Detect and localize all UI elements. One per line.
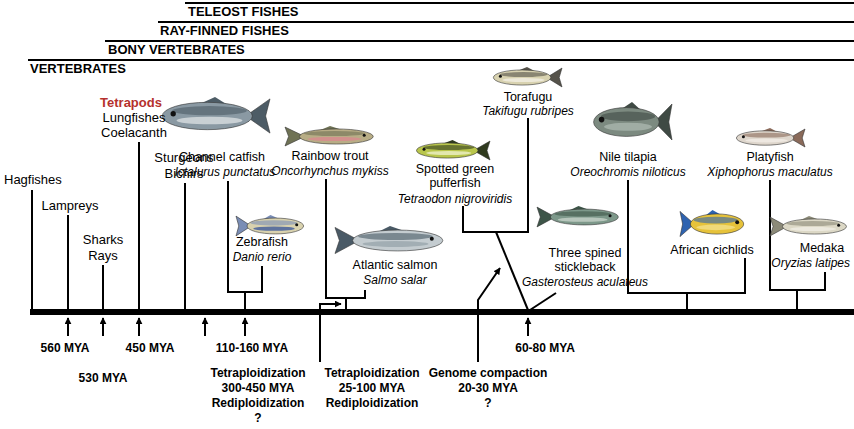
fish-picture (770, 216, 846, 236)
fish-picture (537, 206, 618, 227)
time-label: 530 MYA (79, 371, 128, 385)
clade-label: BONY VERTEBRATES (108, 43, 245, 57)
tree-branch (530, 293, 556, 310)
tree-branches (28, 3, 854, 310)
fish-picture (236, 215, 304, 236)
taxon-label: Torafugu (504, 90, 553, 104)
time-label: 25-100 MYA (339, 381, 405, 395)
species-label: Oreochromis niloticus (570, 165, 685, 179)
event-arrow (244, 318, 246, 336)
tree-branch (184, 183, 186, 310)
tree-branch (105, 40, 854, 42)
event-label: Genome compaction (429, 366, 548, 380)
tree-branch (686, 293, 688, 310)
time-axis (30, 309, 854, 315)
time-label: 560 MYA (41, 341, 90, 355)
taxon-label: Spotted green pufferfish (408, 162, 503, 190)
fish-picture (162, 97, 270, 133)
time-label: 60-80 MYA (515, 341, 575, 355)
tree-branch (796, 290, 798, 310)
event-arrows (68, 268, 528, 362)
time-label: 20-30 MYA (458, 381, 518, 395)
taxon-label: Platyfish (746, 150, 793, 164)
species-label: Danio rerio (233, 250, 292, 264)
taxon-label: Lungfishes (103, 111, 166, 125)
taxon-label: Lampreys (41, 199, 98, 213)
tree-branch (770, 180, 825, 290)
tree-branch (102, 265, 104, 310)
event-label: Tetraploidization (324, 366, 419, 380)
time-label: 300-450 MYA (222, 381, 295, 395)
fish-illustrations (162, 67, 846, 254)
event-arrow (204, 318, 206, 336)
clade-label: TELEOST FISHES (188, 5, 299, 19)
taxon-label: Rainbow trout (291, 149, 368, 163)
event-arrow (320, 304, 341, 362)
event-arrow (527, 318, 529, 336)
tree-branch (67, 215, 69, 310)
event-arrow (478, 268, 500, 362)
event-label: ? (254, 411, 261, 425)
taxon-label: Hagfishes (4, 173, 62, 187)
taxon-label: African cichlids (670, 243, 753, 257)
species-label: Tetraodon nigroviridis (398, 192, 512, 206)
time-label: 110-160 MYA (216, 341, 288, 355)
tree-branch (496, 232, 528, 310)
taxon-label: Rays (88, 249, 118, 263)
taxon-label: Tetrapods (100, 96, 162, 110)
time-label: 450 MYA (126, 341, 175, 355)
tree-branch (28, 59, 854, 61)
tree-branch (345, 298, 347, 310)
event-label: Tetraploidization (210, 366, 305, 380)
tree-branch (244, 292, 246, 310)
taxon-label: Coelacanth (101, 126, 167, 140)
species-label: Oryzias latipes (771, 256, 850, 270)
event-arrow (138, 318, 140, 336)
taxon-label: Zebrafish (236, 235, 288, 249)
fish-picture (493, 67, 562, 87)
taxon-label: Sharks (83, 233, 123, 247)
fish-picture (417, 140, 491, 160)
species-label: Takifugu rubripes (482, 104, 574, 118)
fish-picture (285, 126, 373, 146)
event-arrow (67, 318, 69, 336)
tree-branch (31, 190, 33, 310)
fish-picture (736, 128, 805, 147)
event-arrow (102, 318, 104, 336)
taxon-label: Atlantic salmon (353, 258, 438, 272)
event-label: Rediploidization (212, 396, 305, 410)
event-label: Rediploidization (326, 396, 419, 410)
species-label: Oncorhynchus mykiss (271, 164, 388, 178)
species-label: Gasterosteus aculateus (522, 275, 648, 289)
taxon-label: Medaka (800, 241, 844, 255)
tree-branch (138, 142, 140, 310)
taxon-label: Three spined stickleback (539, 246, 631, 274)
clade-label: RAY-FINNED FISHES (160, 24, 289, 38)
fish-picture (594, 102, 672, 140)
species-label: Salmo salar (363, 273, 426, 287)
tree-branch (185, 2, 854, 4)
taxon-label: Sturgeons (154, 151, 213, 165)
clade-label: VERTEBRATES (30, 62, 126, 76)
species-label: Xiphophorus maculatus (707, 165, 832, 179)
taxon-label: Nile tilapia (599, 150, 657, 164)
fish-picture (680, 210, 744, 237)
event-label: ? (484, 396, 491, 410)
taxon-label: Bichirs (164, 167, 203, 181)
tree-branch (158, 21, 854, 23)
fish-picture (335, 226, 443, 254)
